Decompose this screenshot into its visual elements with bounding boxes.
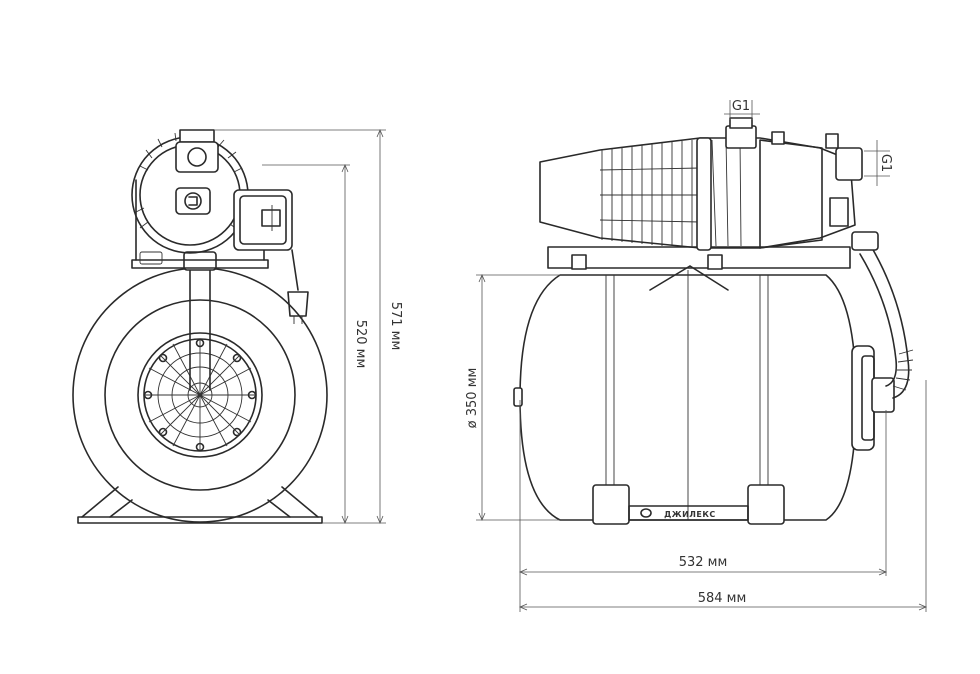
- thread-side-label: G1: [878, 154, 893, 172]
- dim-height-pump: 520 мм: [353, 320, 368, 369]
- brand-logo-text: ДЖИЛЕКС: [664, 510, 716, 519]
- side-view: ДЖИЛЕКС: [513, 117, 914, 525]
- front-dimensions: 520 мм 571 мм: [214, 128, 403, 525]
- dim-tank-length: 532 мм: [679, 555, 728, 570]
- thread-top-label: G1: [732, 99, 750, 114]
- brand-logo-icon: [184, 192, 202, 210]
- brand-logo-icon: [640, 508, 652, 518]
- front-view: [72, 129, 328, 524]
- side-dimensions: G1 G1 ø 350 мм 532 мм 584 мм: [465, 99, 928, 612]
- dim-total-length: 584 мм: [698, 591, 747, 606]
- dim-tank-diameter: ø 350 мм: [465, 368, 480, 429]
- dim-height-total: 571 мм: [388, 302, 403, 351]
